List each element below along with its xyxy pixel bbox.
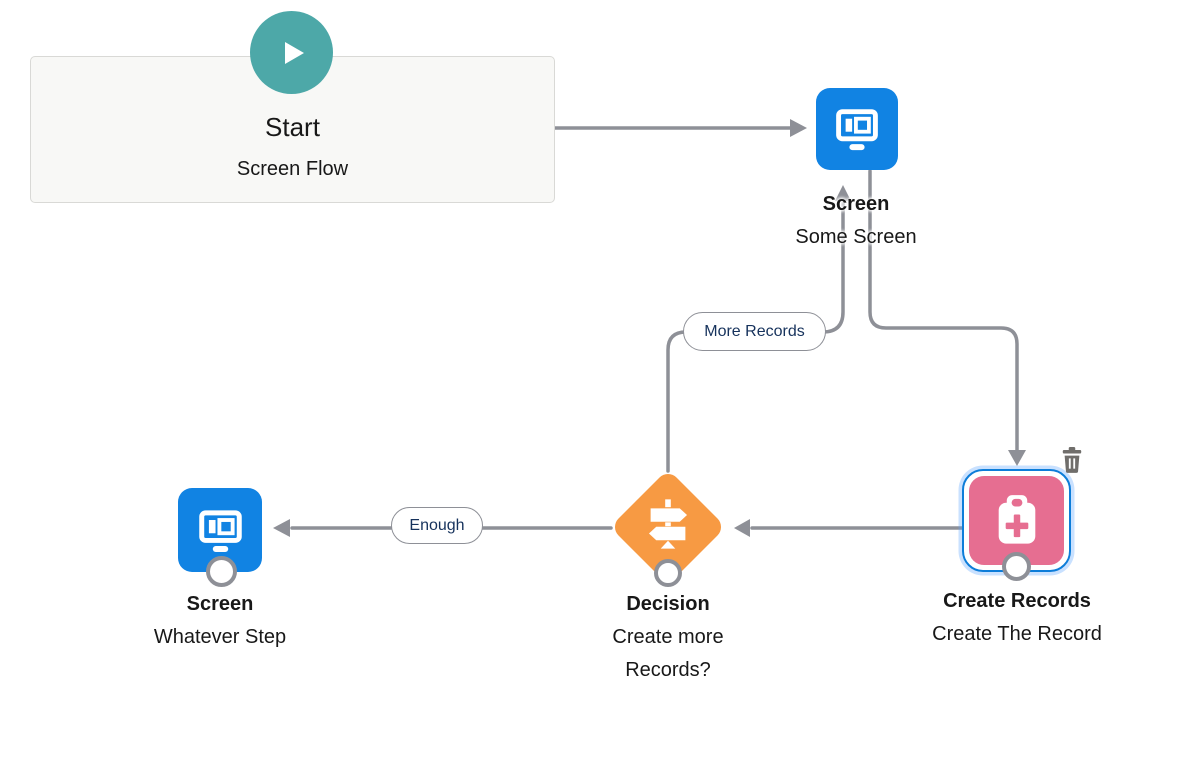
node-subtitle: Some Screen — [795, 226, 917, 248]
connector-handle-screen-left[interactable] — [206, 556, 237, 587]
screen-icon — [831, 103, 883, 155]
screen-icon — [194, 504, 247, 557]
label-create-records: Create Records Create The Record — [887, 585, 1147, 651]
connector-label-more-records[interactable]: More Records — [683, 312, 826, 351]
arrowhead-up-into-screen-top — [835, 185, 851, 201]
start-play-button[interactable] — [250, 11, 333, 94]
connector-handle-create-records[interactable] — [1002, 552, 1031, 581]
node-title: Screen — [186, 593, 254, 615]
play-icon — [272, 33, 312, 73]
start-title: Start — [265, 112, 320, 142]
node-title: Screen — [822, 193, 890, 215]
arrowhead-into-screen-top — [790, 119, 807, 137]
label-screen-some-screen: Screen Some Screen — [746, 188, 966, 254]
delete-node-button[interactable] — [1061, 447, 1083, 473]
arrowhead-into-create-records — [1008, 450, 1026, 466]
node-subtitle: Create The Record — [932, 623, 1102, 645]
connector-label-text: More Records — [704, 322, 805, 340]
arrowhead-into-decision — [734, 519, 750, 537]
node-create-records[interactable] — [962, 469, 1071, 572]
trash-icon — [1061, 447, 1083, 473]
node-title: Create Records — [943, 590, 1091, 612]
connector-label-enough[interactable]: Enough — [391, 507, 483, 544]
label-screen-whatever-step: Screen Whatever Step — [110, 588, 330, 654]
create-records-icon — [991, 493, 1043, 549]
node-screen-some-screen[interactable] — [816, 88, 898, 170]
node-subtitle: Create more Records? — [612, 626, 724, 681]
create-records-square — [969, 476, 1064, 565]
arrowhead-into-screen-left — [273, 519, 290, 537]
start-subtitle: Screen Flow — [236, 158, 349, 180]
node-subtitle: Whatever Step — [153, 626, 287, 648]
connector-screen-to-create-records[interactable] — [868, 169, 1019, 454]
connector-label-text: Enough — [409, 516, 465, 534]
decision-signpost-icon — [641, 496, 695, 552]
label-decision: Decision Create more Records? — [591, 588, 745, 687]
node-title: Decision — [626, 593, 710, 615]
connector-handle-decision[interactable] — [654, 559, 682, 587]
